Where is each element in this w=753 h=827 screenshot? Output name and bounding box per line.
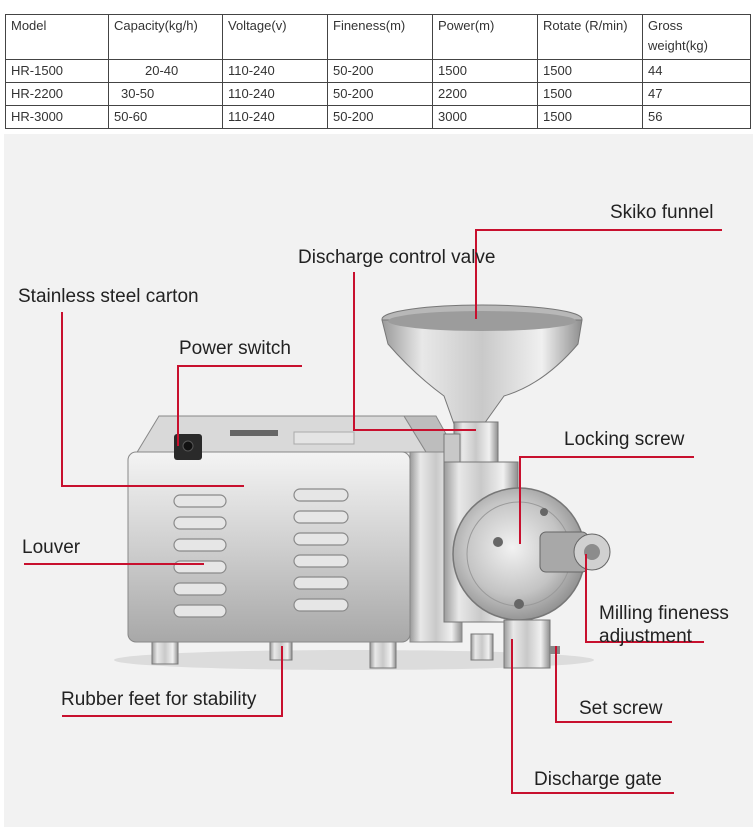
cell-model: HR-3000 — [5, 105, 109, 129]
table-row: HR-1500 20-40 110-240 50-200 1500 1500 4… — [5, 59, 751, 83]
rubber-feet — [151, 633, 494, 669]
cell-power: 3000 — [432, 105, 538, 129]
cell-gross-weight: 56 — [642, 105, 751, 129]
header-voltage: Voltage(v) — [222, 14, 328, 60]
table-header-row: Model Capacity(kg/h) Voltage(v) Fineness… — [5, 14, 751, 60]
cell-voltage: 110-240 — [222, 59, 328, 83]
cell-fineness: 50-200 — [327, 82, 433, 106]
header-rotate: Rotate (R/min) — [537, 14, 643, 60]
label-stainless-steel-carton: Stainless steel carton — [18, 286, 199, 307]
header-model: Model — [5, 14, 109, 60]
label-skiko-funnel: Skiko funnel — [610, 202, 714, 223]
cell-voltage: 110-240 — [222, 82, 328, 106]
label-milling-fineness-line2: adjustment — [599, 626, 692, 647]
cell-power: 2200 — [432, 82, 538, 106]
cell-power: 1500 — [432, 59, 538, 83]
label-discharge-gate: Discharge gate — [534, 769, 662, 790]
cell-model: HR-1500 — [5, 59, 109, 83]
skiko-funnel-illustration — [381, 304, 583, 465]
cell-gross-weight: 47 — [642, 82, 751, 106]
label-set-screw: Set screw — [579, 698, 663, 719]
mill-head-illustration — [443, 461, 611, 669]
louver-right — [293, 488, 349, 612]
label-locking-screw: Locking screw — [564, 429, 685, 450]
table-row: HR-2200 30-50 110-240 50-200 2200 1500 4… — [5, 82, 751, 106]
label-milling-fineness-line1: Milling fineness — [599, 603, 729, 624]
cell-capacity: 50-60 — [108, 105, 223, 129]
label-louver: Louver — [22, 537, 81, 558]
label-rubber-feet: Rubber feet for stability — [61, 689, 257, 710]
spec-table: Model Capacity(kg/h) Voltage(v) Fineness… — [5, 14, 751, 129]
cell-fineness: 50-200 — [327, 105, 433, 129]
cell-fineness: 50-200 — [327, 59, 433, 83]
cell-capacity: 30-50 — [108, 82, 223, 106]
cell-voltage: 110-240 — [222, 105, 328, 129]
power-switch-illustration — [174, 434, 202, 460]
header-power: Power(m) — [432, 14, 538, 60]
cell-capacity: 20-40 — [108, 59, 223, 83]
leader-lines — [24, 229, 722, 794]
machine-illustration — [24, 229, 722, 794]
header-capacity: Capacity(kg/h) — [108, 14, 223, 60]
header-fineness: Fineness(m) — [327, 14, 433, 60]
table-row: HR-3000 50-60 110-240 50-200 3000 1500 5… — [5, 105, 751, 129]
cell-gross-weight: 44 — [642, 59, 751, 83]
label-power-switch: Power switch — [179, 338, 291, 359]
cell-rotate: 1500 — [537, 105, 643, 129]
cell-rotate: 1500 — [537, 82, 643, 106]
header-gross-weight: Gross weight(kg) — [642, 14, 751, 60]
cell-rotate: 1500 — [537, 59, 643, 83]
cell-model: HR-2200 — [5, 82, 109, 106]
label-discharge-control-valve: Discharge control valve — [298, 247, 496, 268]
machine-diagram: Skiko funnel Discharge control valve Sta… — [4, 134, 753, 827]
